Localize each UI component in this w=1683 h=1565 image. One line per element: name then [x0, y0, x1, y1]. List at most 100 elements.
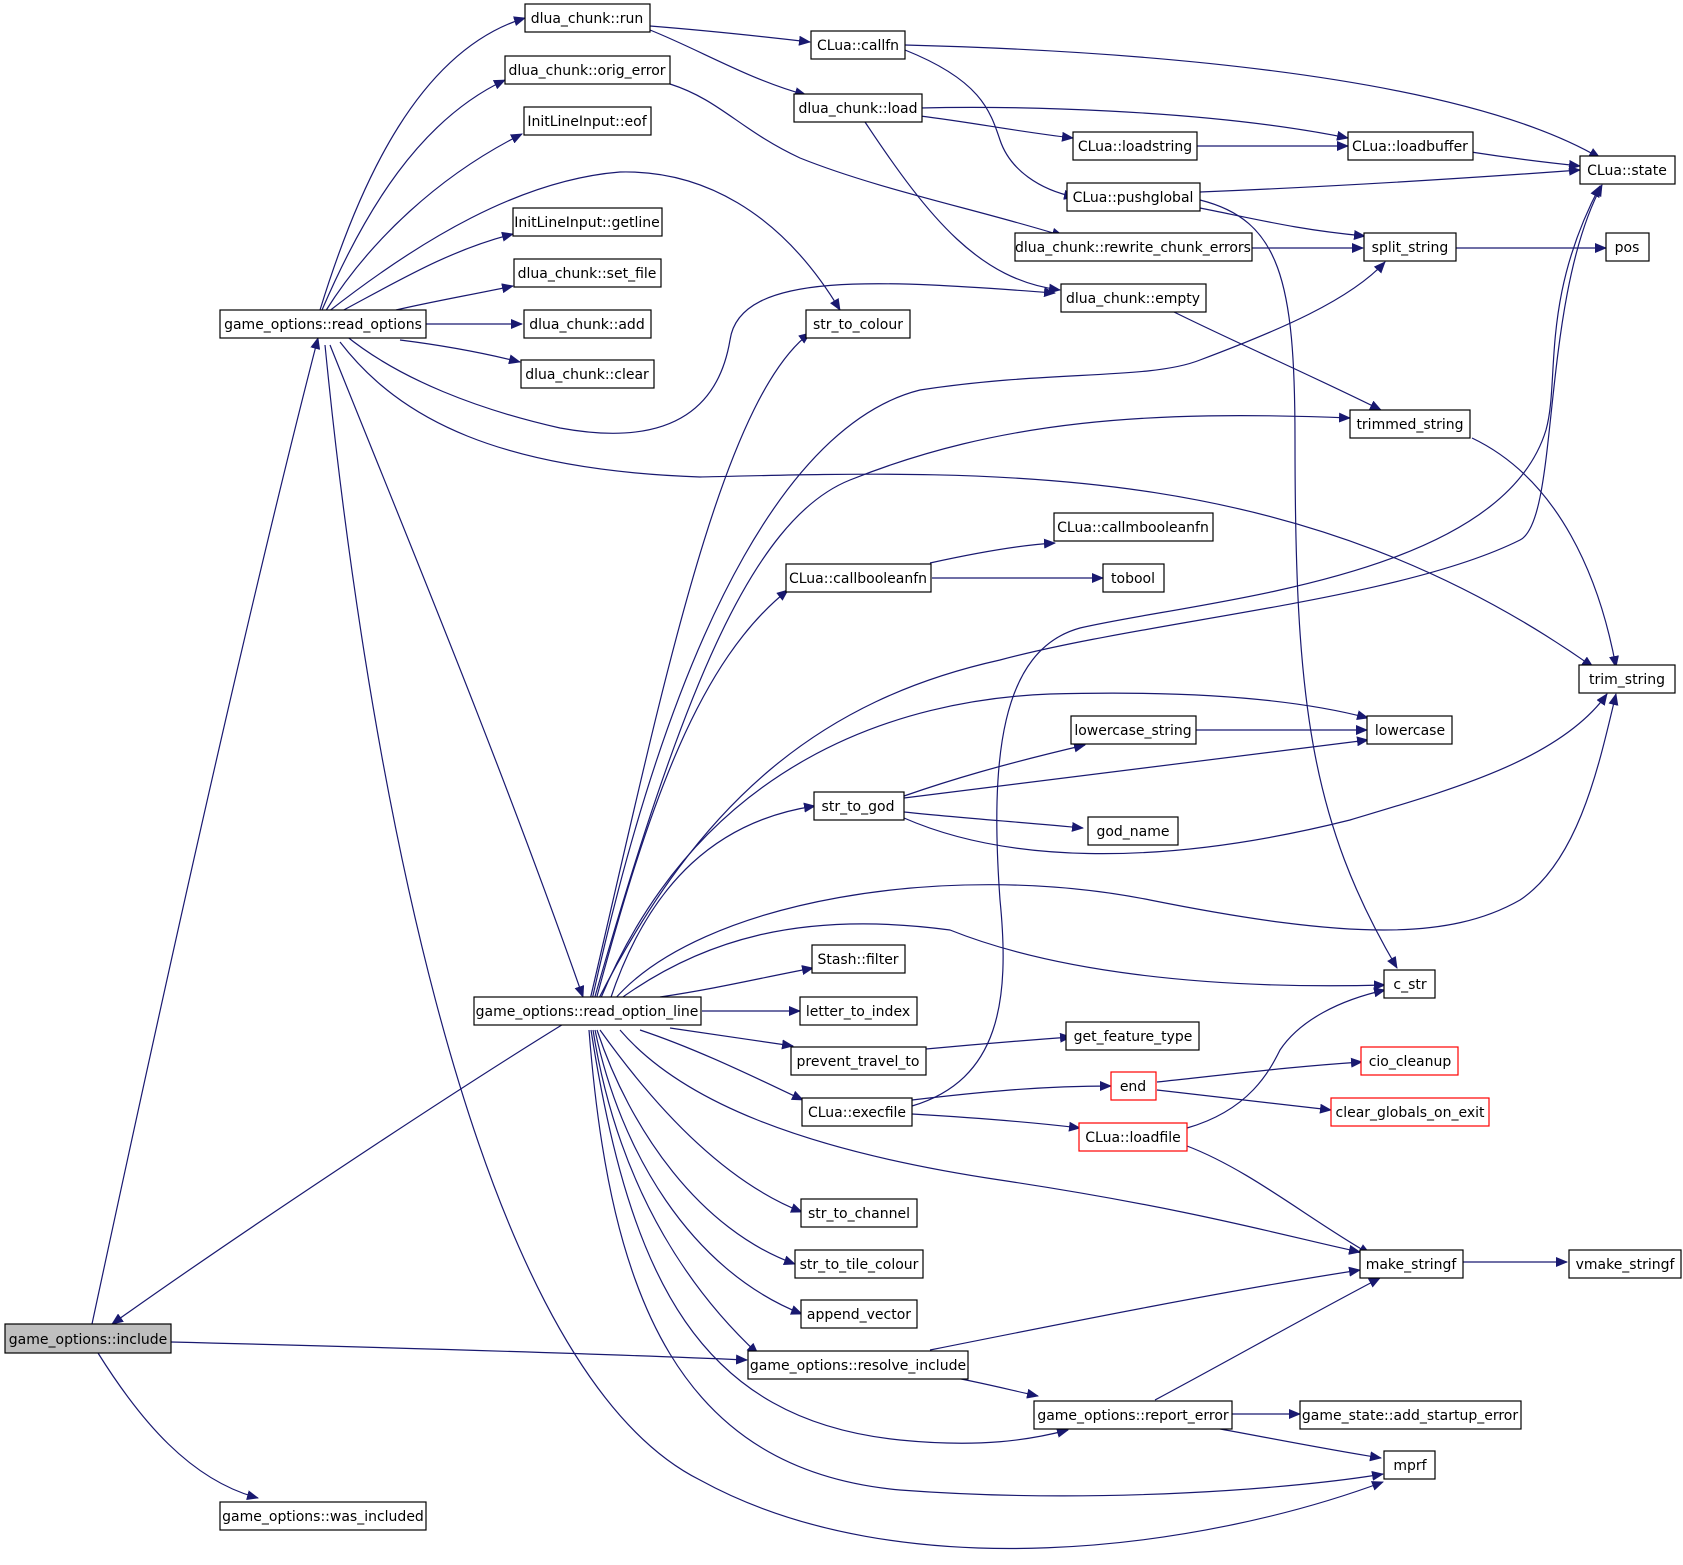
node-callfn[interactable]: CLua::callfn: [810, 30, 906, 60]
node-callbooleanfn[interactable]: CLua::callbooleanfn: [785, 563, 932, 593]
node-c_str[interactable]: c_str: [1383, 969, 1436, 999]
node-callmbooleanfn[interactable]: CLua::callmbooleanfn: [1053, 512, 1214, 542]
node-loadstring-label: CLua::loadstring: [1078, 139, 1192, 155]
node-resolve_include[interactable]: game_options::resolve_include: [747, 1350, 969, 1380]
node-callmbooleanfn-label: CLua::callmbooleanfn: [1057, 520, 1209, 536]
node-add_startup_error[interactable]: game_state::add_startup_error: [1299, 1400, 1522, 1430]
node-trimmed_string[interactable]: trimmed_string: [1349, 409, 1471, 439]
edge-read_option_line-include: [111, 1022, 566, 1325]
node-orig_error[interactable]: dlua_chunk::orig_error: [504, 55, 671, 85]
node-include-label: game_options::include: [9, 1332, 167, 1348]
node-getline[interactable]: InitLineInput::getline: [512, 207, 663, 237]
node-lowercase[interactable]: lowercase: [1366, 715, 1453, 745]
edge-execfile-end: [911, 1081, 1112, 1101]
node-make_stringf[interactable]: make_stringf: [1359, 1249, 1464, 1279]
edge-read_options-run: [319, 16, 526, 311]
node-eof[interactable]: InitLineInput::eof: [523, 106, 652, 136]
node-empty-label: dlua_chunk::empty: [1066, 291, 1200, 307]
edge-read_option_line-split_string: [591, 261, 1386, 1001]
edge-read_options-trim_string: [339, 341, 1594, 668]
node-eof-label: InitLineInput::eof: [527, 114, 647, 130]
node-pushglobal[interactable]: CLua::pushglobal: [1066, 182, 1201, 212]
node-loadfile[interactable]: CLua::loadfile: [1078, 1122, 1188, 1152]
node-tobool[interactable]: tobool: [1102, 563, 1165, 593]
node-make_stringf-label: make_stringf: [1366, 1257, 1458, 1273]
node-append_vector[interactable]: append_vector: [800, 1299, 918, 1329]
edge-read_option_line-str_to_god: [609, 802, 816, 1001]
node-letter_to_index[interactable]: letter_to_index: [799, 996, 918, 1026]
node-include[interactable]: game_options::include: [4, 1323, 172, 1354]
node-split_string[interactable]: split_string: [1363, 232, 1457, 262]
node-get_feature_type-label: get_feature_type: [1074, 1029, 1193, 1045]
node-str_to_god[interactable]: str_to_god: [813, 791, 905, 821]
node-clear[interactable]: dlua_chunk::clear: [520, 359, 655, 389]
edge-resolve_include-make_stringf: [929, 1266, 1361, 1351]
node-prevent_travel_to[interactable]: prevent_travel_to: [790, 1046, 927, 1076]
node-report_error[interactable]: game_options::report_error: [1033, 1400, 1233, 1430]
edge-pushglobal-state: [1199, 165, 1581, 193]
edge-load-empty: [864, 121, 1061, 294]
node-end-label: end: [1120, 1079, 1146, 1095]
node-loadstring[interactable]: CLua::loadstring: [1072, 131, 1198, 161]
edge-callfn-state: [904, 44, 1601, 159]
node-lowercase_string-label: lowercase_string: [1074, 723, 1191, 739]
node-str_to_tile_colour[interactable]: str_to_tile_colour: [794, 1249, 924, 1279]
node-str_to_colour[interactable]: str_to_colour: [805, 309, 911, 339]
node-load[interactable]: dlua_chunk::load: [793, 93, 923, 123]
edge-read_option_line-str_to_colour: [589, 332, 811, 1001]
node-trimmed_string-label: trimmed_string: [1356, 417, 1463, 433]
edge-prevent_travel_to-get_feature_type: [925, 1032, 1072, 1050]
node-mprf[interactable]: mprf: [1383, 1450, 1436, 1480]
node-loadfile-label: CLua::loadfile: [1085, 1130, 1180, 1146]
edge-read_options-orig_error: [321, 79, 506, 311]
node-run[interactable]: dlua_chunk::run: [524, 3, 651, 33]
edge-execfile-state: [911, 185, 1601, 1107]
node-clear_globals[interactable]: clear_globals_on_exit: [1330, 1097, 1490, 1127]
edge-read_option_line-stash_filter: [659, 965, 814, 998]
node-read_options[interactable]: game_options::read_options: [219, 309, 427, 339]
node-was_included-label: game_options::was_included: [222, 1509, 424, 1525]
node-state[interactable]: CLua::state: [1579, 155, 1676, 185]
node-rewrite[interactable]: dlua_chunk::rewrite_chunk_errors: [1014, 232, 1253, 262]
edge-str_to_god-trim_string: [903, 693, 1608, 855]
node-read_option_line[interactable]: game_options::read_option_line: [473, 996, 702, 1026]
node-set_file[interactable]: dlua_chunk::set_file: [513, 258, 662, 288]
node-add-label: dlua_chunk::add: [529, 317, 644, 333]
node-stash_filter[interactable]: Stash::filter: [811, 944, 906, 974]
edge-loadfile-make_stringf: [1186, 1145, 1371, 1255]
node-pos-label: pos: [1615, 240, 1640, 256]
node-str_to_channel[interactable]: str_to_channel: [800, 1198, 918, 1228]
node-empty[interactable]: dlua_chunk::empty: [1060, 283, 1207, 313]
node-god_name[interactable]: god_name: [1087, 816, 1179, 846]
node-get_feature_type[interactable]: get_feature_type: [1065, 1021, 1200, 1051]
node-execfile[interactable]: CLua::execfile: [801, 1097, 913, 1127]
node-was_included[interactable]: game_options::was_included: [219, 1501, 427, 1531]
node-read_option_line-label: game_options::read_option_line: [476, 1004, 699, 1020]
edge-report_error-make_stringf: [1154, 1277, 1381, 1401]
node-execfile-label: CLua::execfile: [808, 1105, 906, 1121]
edge-end-clear_globals: [1156, 1089, 1332, 1114]
node-lowercase_string[interactable]: lowercase_string: [1070, 715, 1197, 745]
node-cio_cleanup[interactable]: cio_cleanup: [1360, 1046, 1459, 1076]
edge-read_option_line-trimmed_string: [593, 412, 1351, 1001]
node-report_error-label: game_options::report_error: [1037, 1408, 1229, 1424]
node-callfn-label: CLua::callfn: [817, 38, 899, 54]
edge-end-cio_cleanup: [1156, 1057, 1363, 1083]
edges: [91, 16, 1619, 1550]
node-str_to_channel-label: str_to_channel: [808, 1206, 910, 1222]
edge-empty-trimmed_string: [1169, 309, 1382, 411]
node-mprf-label: mprf: [1393, 1458, 1427, 1474]
edge-callfn-pushglobal: [904, 49, 1076, 200]
edge-read_options-clear: [399, 339, 521, 365]
node-clear_globals-label: clear_globals_on_exit: [1336, 1105, 1486, 1121]
node-pos[interactable]: pos: [1605, 232, 1650, 262]
node-end[interactable]: end: [1110, 1071, 1157, 1101]
edge-read_options-read_option_line: [329, 344, 585, 998]
node-add[interactable]: dlua_chunk::add: [523, 309, 652, 339]
node-vmake_stringf[interactable]: vmake_stringf: [1568, 1249, 1682, 1279]
node-rewrite-label: dlua_chunk::rewrite_chunk_errors: [1015, 240, 1251, 256]
edge-read_option_line-callbooleanfn: [595, 589, 789, 1001]
node-loadbuffer[interactable]: CLua::loadbuffer: [1347, 131, 1474, 161]
node-trim_string[interactable]: trim_string: [1578, 664, 1676, 694]
